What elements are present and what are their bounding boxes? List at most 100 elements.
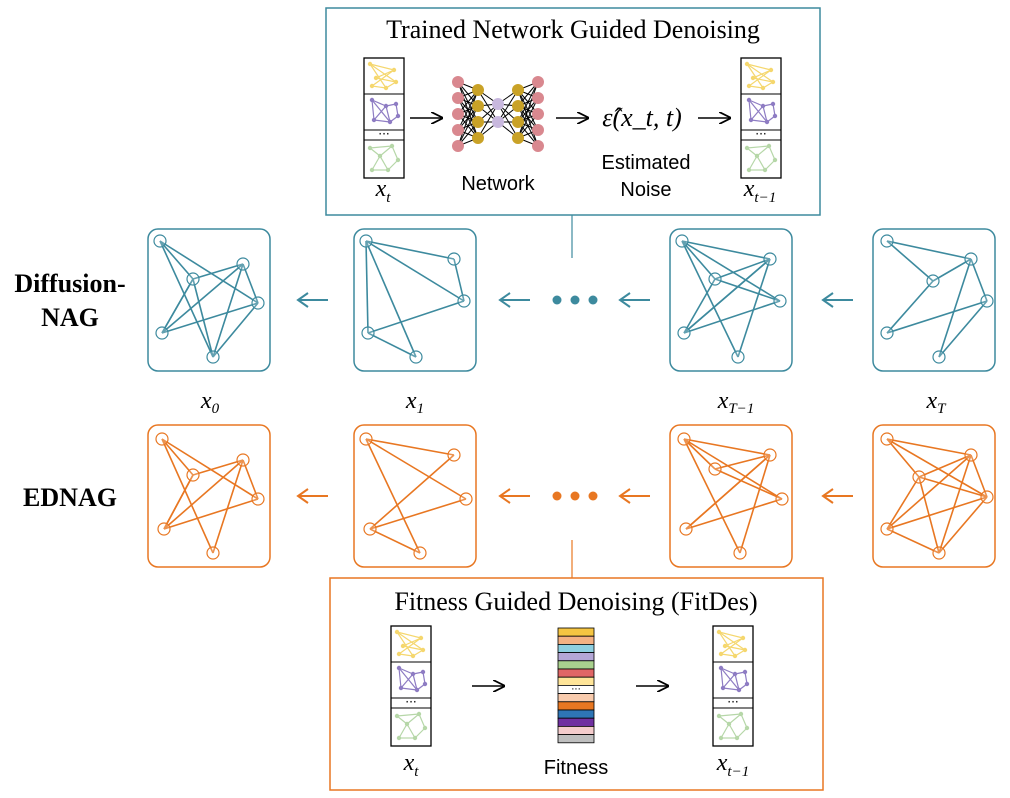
mini-node [383, 103, 389, 109]
mini-edge [720, 667, 740, 691]
mini-edge [396, 631, 414, 657]
graph-x0 [147, 228, 271, 372]
mini-node [718, 665, 724, 671]
mini-edge [748, 69, 772, 87]
mini-edge [720, 723, 730, 739]
graph-edge [714, 454, 771, 470]
graph-edge [161, 278, 194, 334]
mini-node [720, 685, 726, 691]
mini-node [718, 651, 724, 657]
fitness-cell [557, 652, 595, 662]
graph-node [880, 234, 894, 248]
graph-edge [685, 498, 783, 530]
mini-edge [746, 63, 764, 89]
graph-edge [365, 240, 369, 334]
graph-node [447, 448, 461, 462]
mini-graph [394, 629, 426, 659]
mini-edge [750, 105, 764, 121]
fitness-ellipsis: ··· [571, 684, 581, 695]
graph-x0 [147, 424, 271, 568]
ellipsis-dot [570, 491, 580, 501]
graph-edge [683, 438, 783, 500]
mini-node [754, 153, 760, 159]
arrow-x1-to-x0 [296, 488, 328, 504]
graph-edge [365, 438, 421, 554]
graph-node [236, 257, 250, 271]
network-connection [457, 105, 479, 147]
mini-edge [768, 145, 776, 161]
graph-edge [886, 454, 972, 530]
graph-node [206, 546, 220, 560]
graph-edge [161, 438, 194, 476]
mini-graph [746, 97, 778, 125]
fitdes-input-graph-stack: ··· [390, 625, 432, 747]
graph-edge [192, 278, 214, 358]
graph-node [675, 234, 689, 248]
graph-edge [369, 528, 421, 554]
graph-edge [683, 438, 771, 456]
network-neuron [452, 108, 464, 120]
graph-node [679, 522, 693, 536]
fitness-cell [557, 726, 595, 736]
graph-edge [681, 240, 716, 280]
graph-edge [886, 476, 920, 530]
mini-node [369, 97, 375, 103]
ellipsis-dot [588, 491, 598, 501]
mini-edge [385, 105, 391, 123]
network-neuron [532, 92, 544, 104]
mini-node [373, 75, 379, 81]
mini-edge [720, 653, 736, 657]
graph-edge [739, 454, 771, 554]
mini-edge [398, 653, 414, 657]
arrow-head [296, 488, 309, 504]
graph-edge [453, 258, 465, 302]
mini-node [744, 61, 750, 67]
mini-edge [748, 99, 764, 107]
fitdes-input-xt-label: xt [403, 750, 420, 780]
mini-node [396, 735, 402, 741]
mini-node [722, 643, 728, 649]
mini-node [371, 117, 377, 123]
graph-edge [163, 498, 259, 530]
row-label-diffusion-line2: NAG [41, 303, 99, 332]
arrow-head [821, 292, 834, 308]
network-connection [517, 81, 539, 139]
graph-node [459, 492, 473, 506]
mini-node [748, 117, 754, 123]
step-label-x0: x0 [200, 388, 220, 417]
mini-edge [406, 723, 416, 739]
mini-edge [748, 155, 758, 171]
graph-node [926, 274, 940, 288]
graph-node [773, 294, 787, 308]
arrow-head [618, 292, 631, 308]
fitness-cell [557, 734, 595, 744]
mini-edge [734, 673, 740, 691]
graph-edge [681, 240, 781, 302]
graph-edge [970, 258, 988, 302]
graph-node [733, 546, 747, 560]
mini-graph [367, 143, 401, 173]
graph-node [447, 252, 461, 266]
arrow-head [618, 488, 631, 504]
mini-edge [396, 631, 422, 639]
mini-node [736, 687, 742, 693]
network-neuron [472, 132, 484, 144]
row-label-ednag: EDNAG [23, 483, 117, 512]
mini-node [393, 101, 399, 107]
graph-edge [683, 438, 741, 554]
network-neuron [512, 100, 524, 112]
mini-node [762, 167, 768, 173]
mini-node [398, 685, 404, 691]
mini-edge [748, 99, 752, 121]
mini-edge [750, 119, 768, 123]
mini-node [410, 653, 416, 659]
mini-node [394, 713, 400, 719]
mini-graph [744, 143, 778, 173]
mini-edge [369, 63, 395, 71]
mini-graph [367, 61, 399, 91]
graph-edge [683, 258, 771, 334]
row-label-diffusion-line1: Diffusion- [14, 269, 125, 298]
graph-edge [886, 528, 940, 554]
mini-edge [718, 631, 736, 657]
